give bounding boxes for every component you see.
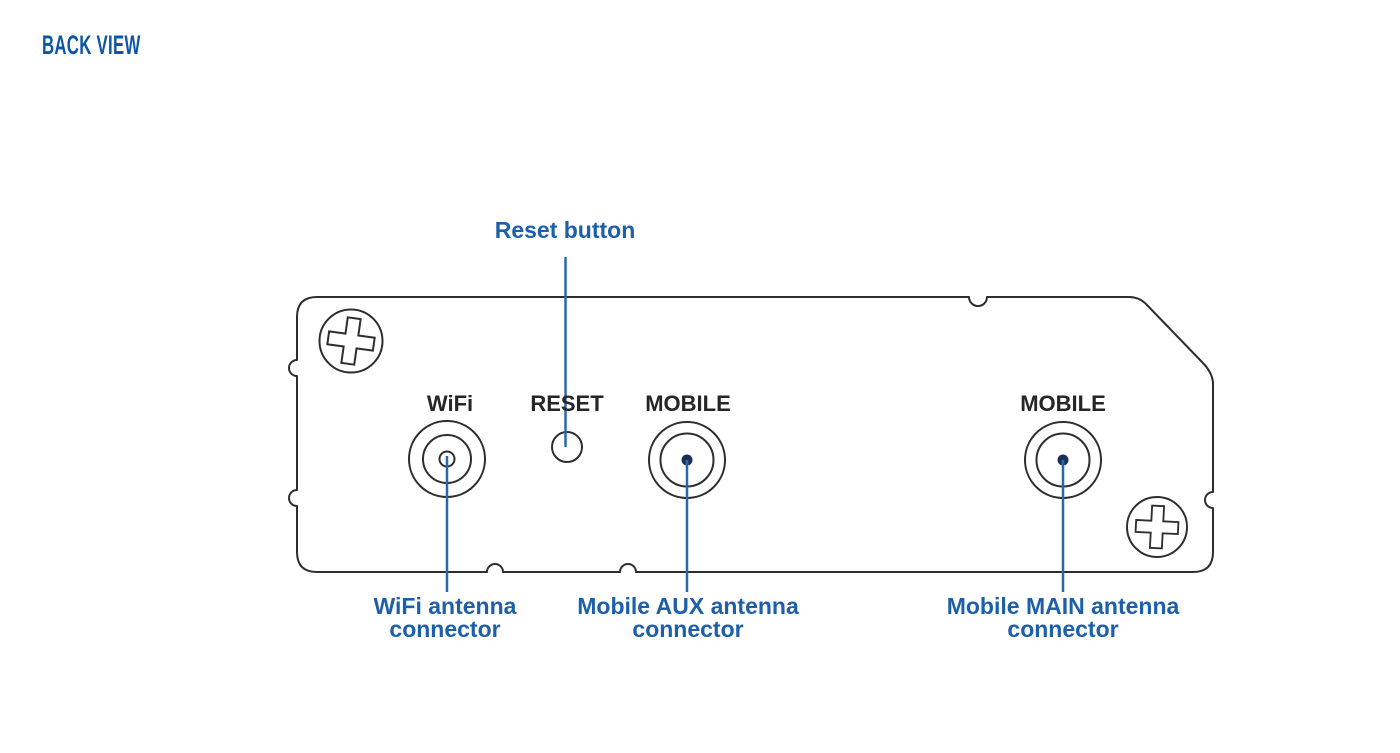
phillips-screw-top-left-icon: [318, 308, 384, 374]
callout-mobile-aux-line2: connector: [632, 616, 744, 642]
port-label-mobile-main: MOBILE: [1020, 391, 1106, 416]
phillips-screw-bottom-right-icon: [1126, 496, 1188, 558]
callout-leader-lines: [445, 257, 1065, 592]
callout-mobile-main-line2: connector: [1007, 616, 1119, 642]
port-label-reset: RESET: [530, 391, 604, 416]
device-outline: [288, 296, 1214, 573]
reset-button-icon: [551, 431, 583, 463]
page-title: BACK VIEW: [42, 30, 141, 60]
callout-mobile-main-line1: Mobile MAIN antenna: [946, 593, 1180, 619]
callout-mobile-aux-line1: Mobile AUX antenna: [577, 593, 799, 619]
callout-wifi-antenna: WiFi antenna connector: [374, 595, 517, 641]
port-label-mobile-aux: MOBILE: [645, 391, 731, 416]
callout-wifi-line2: connector: [389, 616, 501, 642]
callout-reset-button: Reset button: [494, 217, 636, 243]
port-label-wifi: WiFi: [426, 391, 474, 416]
callout-mobile-aux-antenna: Mobile AUX antenna connector: [577, 595, 799, 641]
callout-wifi-line1: WiFi antenna: [373, 593, 517, 619]
callout-mobile-main-antenna: Mobile MAIN antenna connector: [947, 595, 1180, 641]
